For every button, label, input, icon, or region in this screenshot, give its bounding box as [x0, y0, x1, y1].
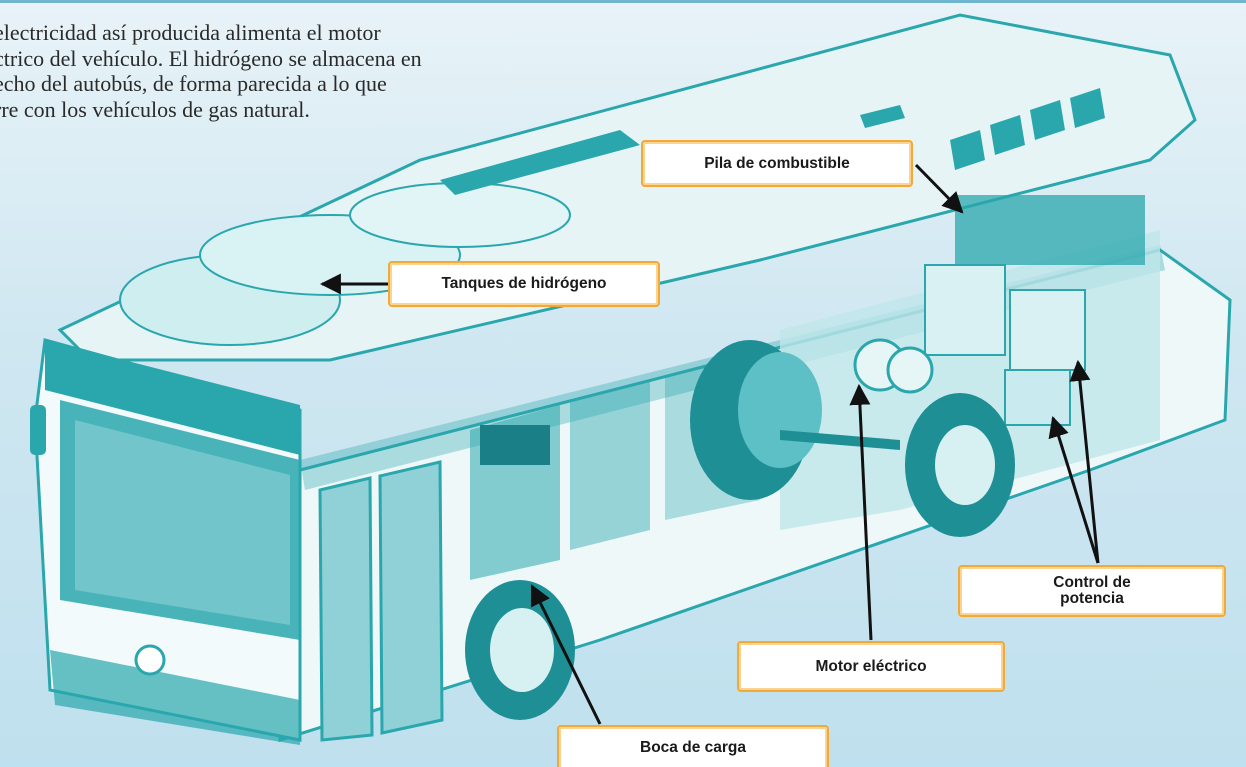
side-windows: [318, 350, 760, 742]
callout-label-line: Control de: [1053, 574, 1131, 591]
roof-vents: [440, 88, 1105, 195]
arrow-pila: [914, 163, 964, 214]
top-rule: [0, 0, 1246, 3]
callout-motor-electrico: Motor eléctrico: [737, 641, 1005, 692]
callout-label: Tanques de hidrógeno: [441, 275, 607, 292]
arrow-boca: [530, 584, 602, 725]
intro-line: ctrico del vehículo. El hidrógeno se alm…: [0, 45, 422, 71]
callout-pila-de-combustible: Pila de combustible: [641, 140, 913, 187]
arrow-control-b: [1048, 415, 1100, 564]
arrow-motor: [849, 383, 873, 641]
callout-label: Pila de combustible: [704, 154, 850, 172]
arrow-control-a: [1069, 359, 1100, 564]
callout-label-line: potencia: [1060, 590, 1124, 607]
hydrogen-tanks: [119, 182, 571, 346]
callout-label: Motor eléctrico: [815, 657, 927, 675]
intro-line: echo del autobús, de forma parecida a lo…: [0, 71, 387, 96]
intro-paragraph: electricidad así producida alimenta el m…: [0, 20, 574, 122]
intro-line: rre con los vehículos de gas natural.: [0, 96, 310, 122]
leader-arrows: [319, 163, 1100, 725]
callout-label: Boca de carga: [640, 739, 746, 756]
callout-control-de-potencia: Control de potencia: [958, 565, 1226, 617]
intro-line: electricidad así producida alimenta el m…: [0, 20, 381, 45]
callout-tanques-de-hidrogeno: Tanques de hidrógeno: [388, 261, 660, 307]
callout-boca-de-carga: Boca de carga: [557, 725, 829, 767]
